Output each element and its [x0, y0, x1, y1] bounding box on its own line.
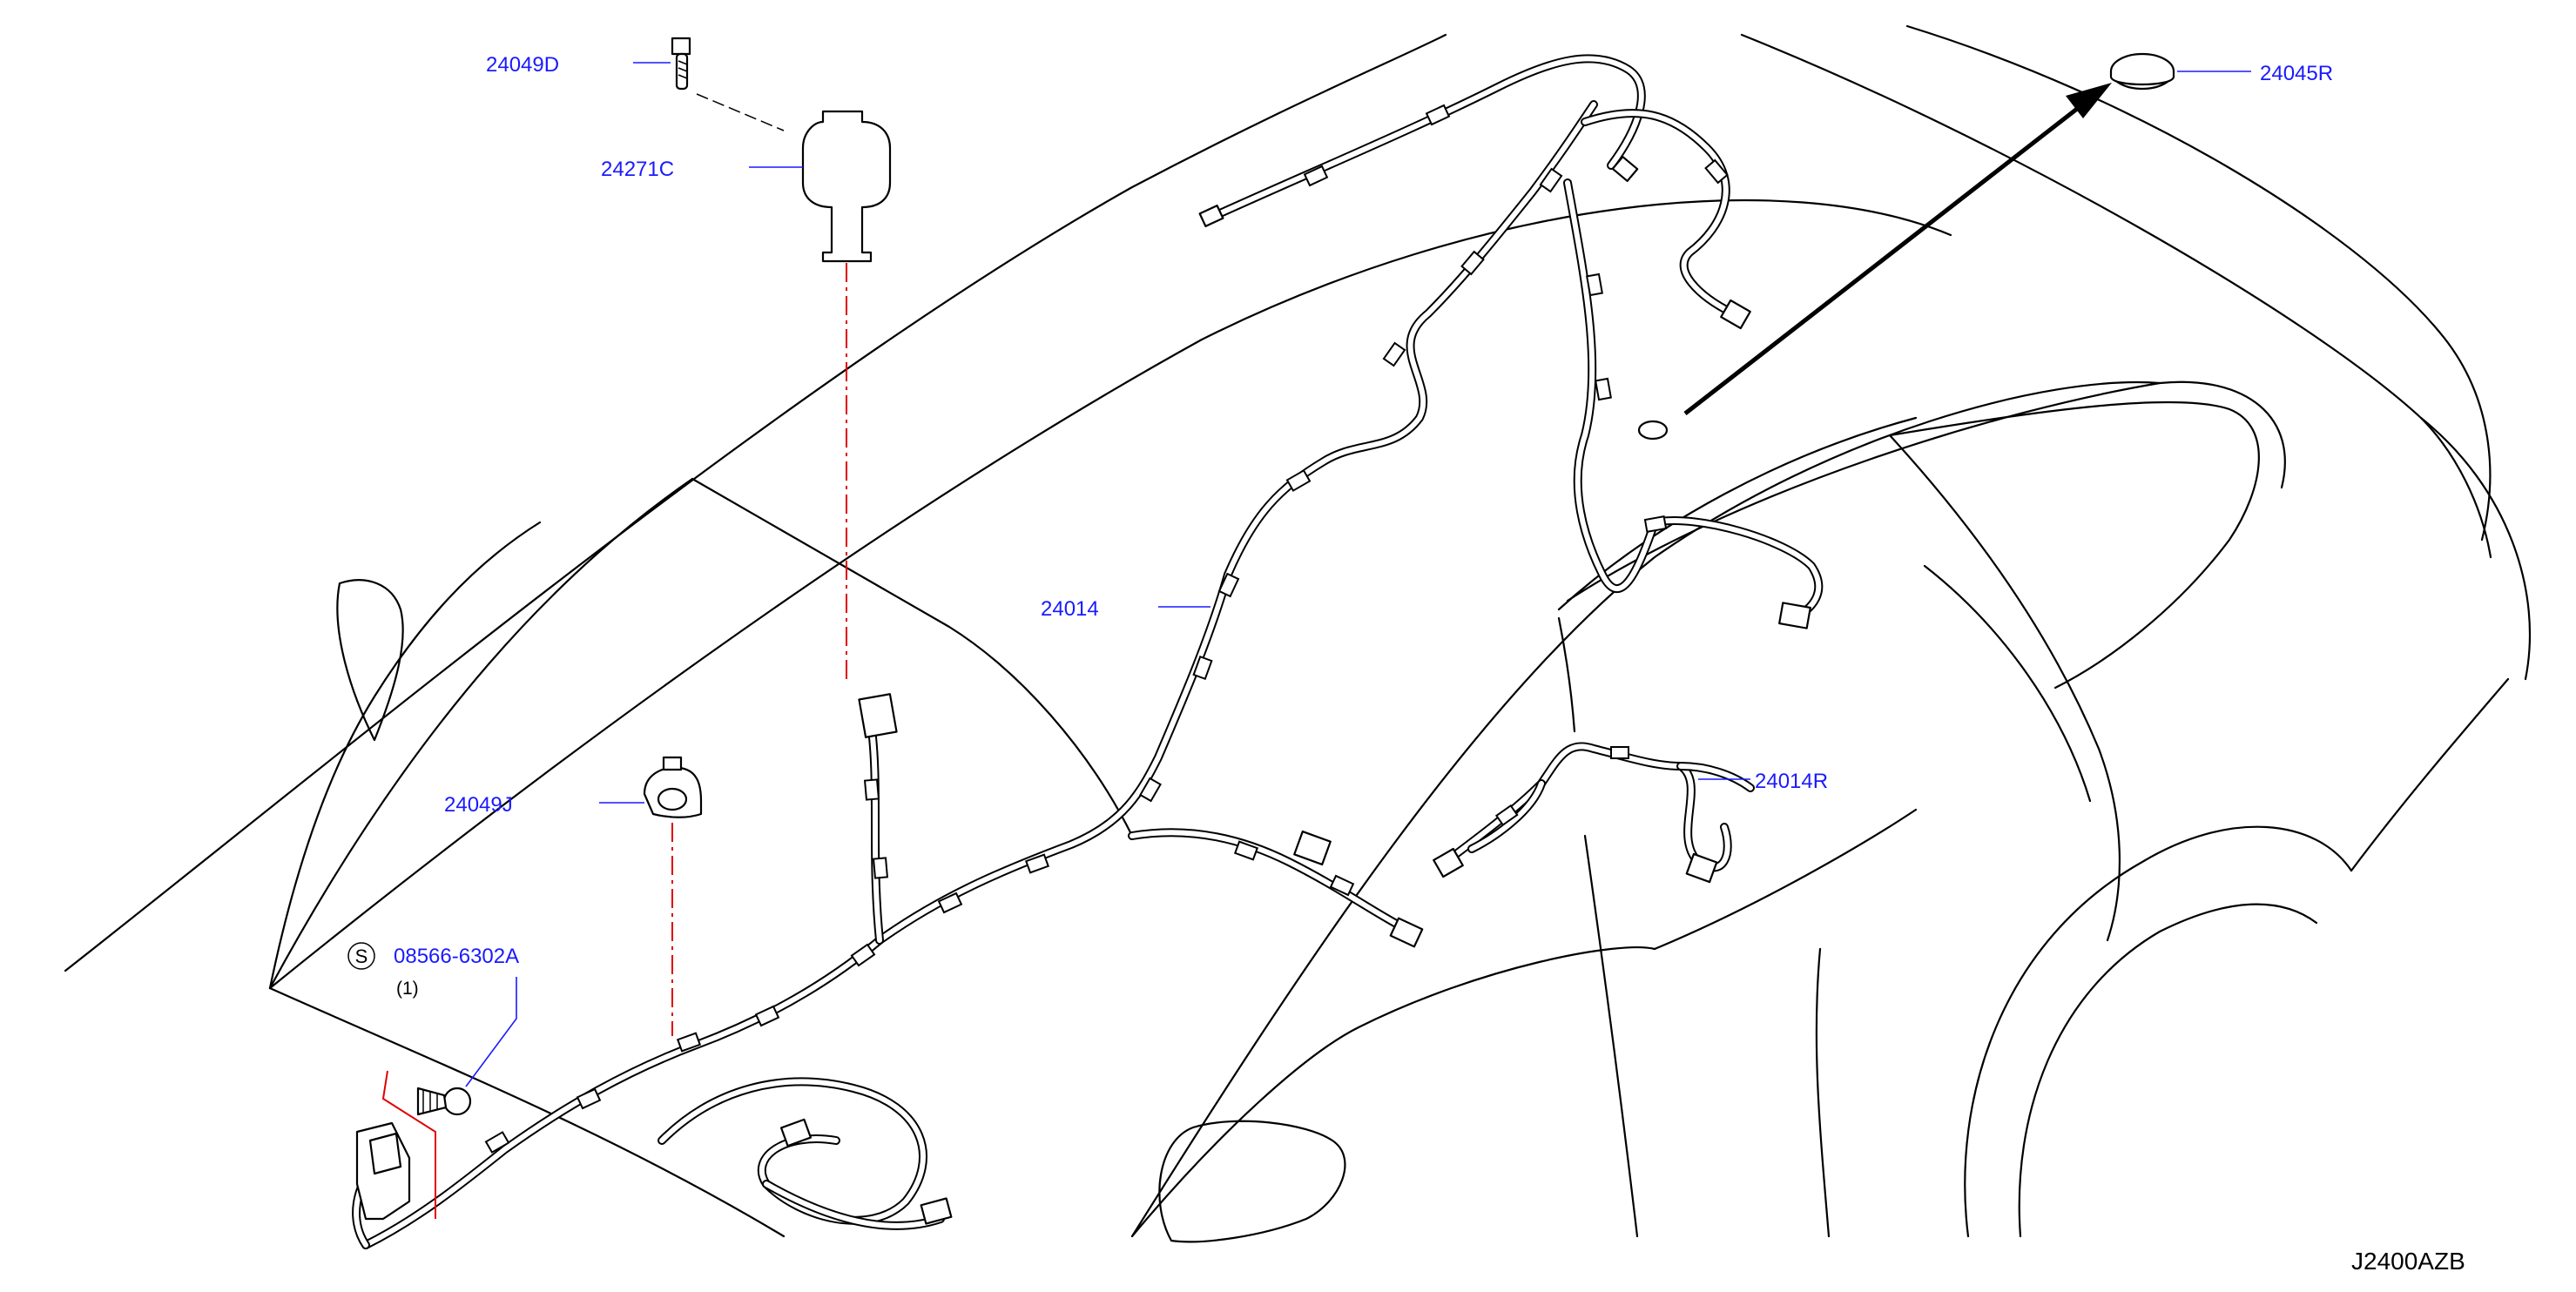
part-label-24049J: 24049J [444, 793, 513, 817]
car-body-outline [64, 24, 2532, 1243]
ground-bracket [355, 1121, 411, 1221]
clamp-24049J [643, 756, 703, 818]
part-label-24014R: 24014R [1755, 770, 1828, 793]
s-mark-circle [347, 942, 375, 970]
alignment-lines [381, 263, 847, 1219]
screw-08566-6302A [416, 1087, 472, 1116]
part-label-24045R: 24045R [2260, 62, 2333, 85]
location-arrow [1683, 83, 2112, 415]
harness-connectors [779, 155, 1811, 1225]
diagram-code: J2400AZB [2351, 1248, 2465, 1275]
s-mark: S [355, 945, 368, 967]
part-label-24014: 24014 [1041, 597, 1099, 621]
part-label-08566-6302A: 08566-6302A [394, 945, 519, 968]
sub-harness-24014R [1433, 742, 1755, 884]
main-harness [352, 54, 1824, 1249]
part-label-24049D: 24049D [486, 53, 559, 77]
bolt-24049D [671, 37, 785, 131]
bracket-24271C [801, 110, 892, 263]
part-label-24271C: 24271C [601, 158, 674, 181]
part-labels: 24049D 24271C 24045R 24014 24014R 24049J… [347, 53, 2465, 1275]
leader-lines [465, 62, 2251, 1087]
quantity-label: (1) [396, 979, 419, 999]
harness-clips [484, 104, 1729, 1154]
grommet-24045R [1637, 52, 2175, 441]
